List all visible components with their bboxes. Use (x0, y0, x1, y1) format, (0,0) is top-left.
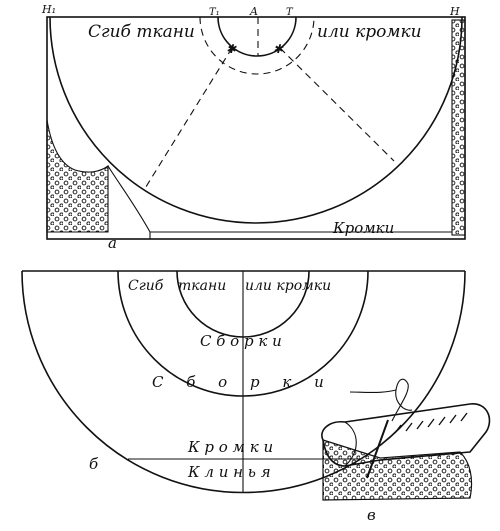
stitch-marks (394, 412, 468, 434)
selvedge-label-a: Кромки (332, 219, 394, 237)
gores-label-b: К л и н ь я (187, 463, 271, 481)
svg-text:✱: ✱ (226, 42, 237, 56)
waist-arc-a (217, 16, 297, 57)
skirt-hem-arc-a (49, 16, 463, 224)
selvedge-label-b: К р о м к и (187, 438, 273, 456)
point-h1-label: H₁ (41, 3, 56, 16)
fold-mid-label-b: ткани (178, 278, 226, 294)
point-h-label: H (449, 5, 460, 18)
fold-left-label-a: Сгиб ткани (88, 22, 195, 42)
outer-arc-b (21, 270, 466, 494)
svg-text:✱: ✱ (273, 42, 284, 56)
caption-a: а (108, 234, 117, 252)
figure-b: Сгиб ткани или кромки С б о р к и С б о … (21, 270, 466, 494)
dotted-fabric-left (46, 119, 109, 233)
waist-dashed-outer (199, 16, 315, 75)
point-t1-label: T₁ (209, 7, 220, 18)
point-t-label: T (286, 7, 294, 18)
radius-left-a (143, 47, 233, 191)
dotted-fabric-right (451, 19, 466, 236)
dotted-fabric-c (322, 439, 473, 501)
caption-c: в (367, 506, 376, 524)
radius-right-a (279, 47, 395, 162)
figure-c: в (321, 378, 491, 524)
gathers-inner-label: С б о р к и (200, 332, 282, 350)
selvedge-fold-a (107, 165, 151, 239)
needle-icon (366, 419, 389, 479)
point-a-label: A (249, 5, 258, 18)
thread-c (349, 378, 413, 422)
caption-b: б (89, 455, 99, 473)
fold-left-label-b: Сгиб (128, 278, 164, 294)
fabric-rect-a (46, 16, 466, 240)
rolled-fabric-c (321, 403, 491, 467)
gathers-outer-label: С б о р к и (152, 373, 333, 391)
fold-right-label-a: или кромки (317, 22, 422, 42)
figure-a: ✱ ✱ H₁ T₁ A T H Сгиб ткани или кромки Кр… (41, 3, 466, 252)
fold-right-label-b: или кромки (245, 278, 331, 294)
